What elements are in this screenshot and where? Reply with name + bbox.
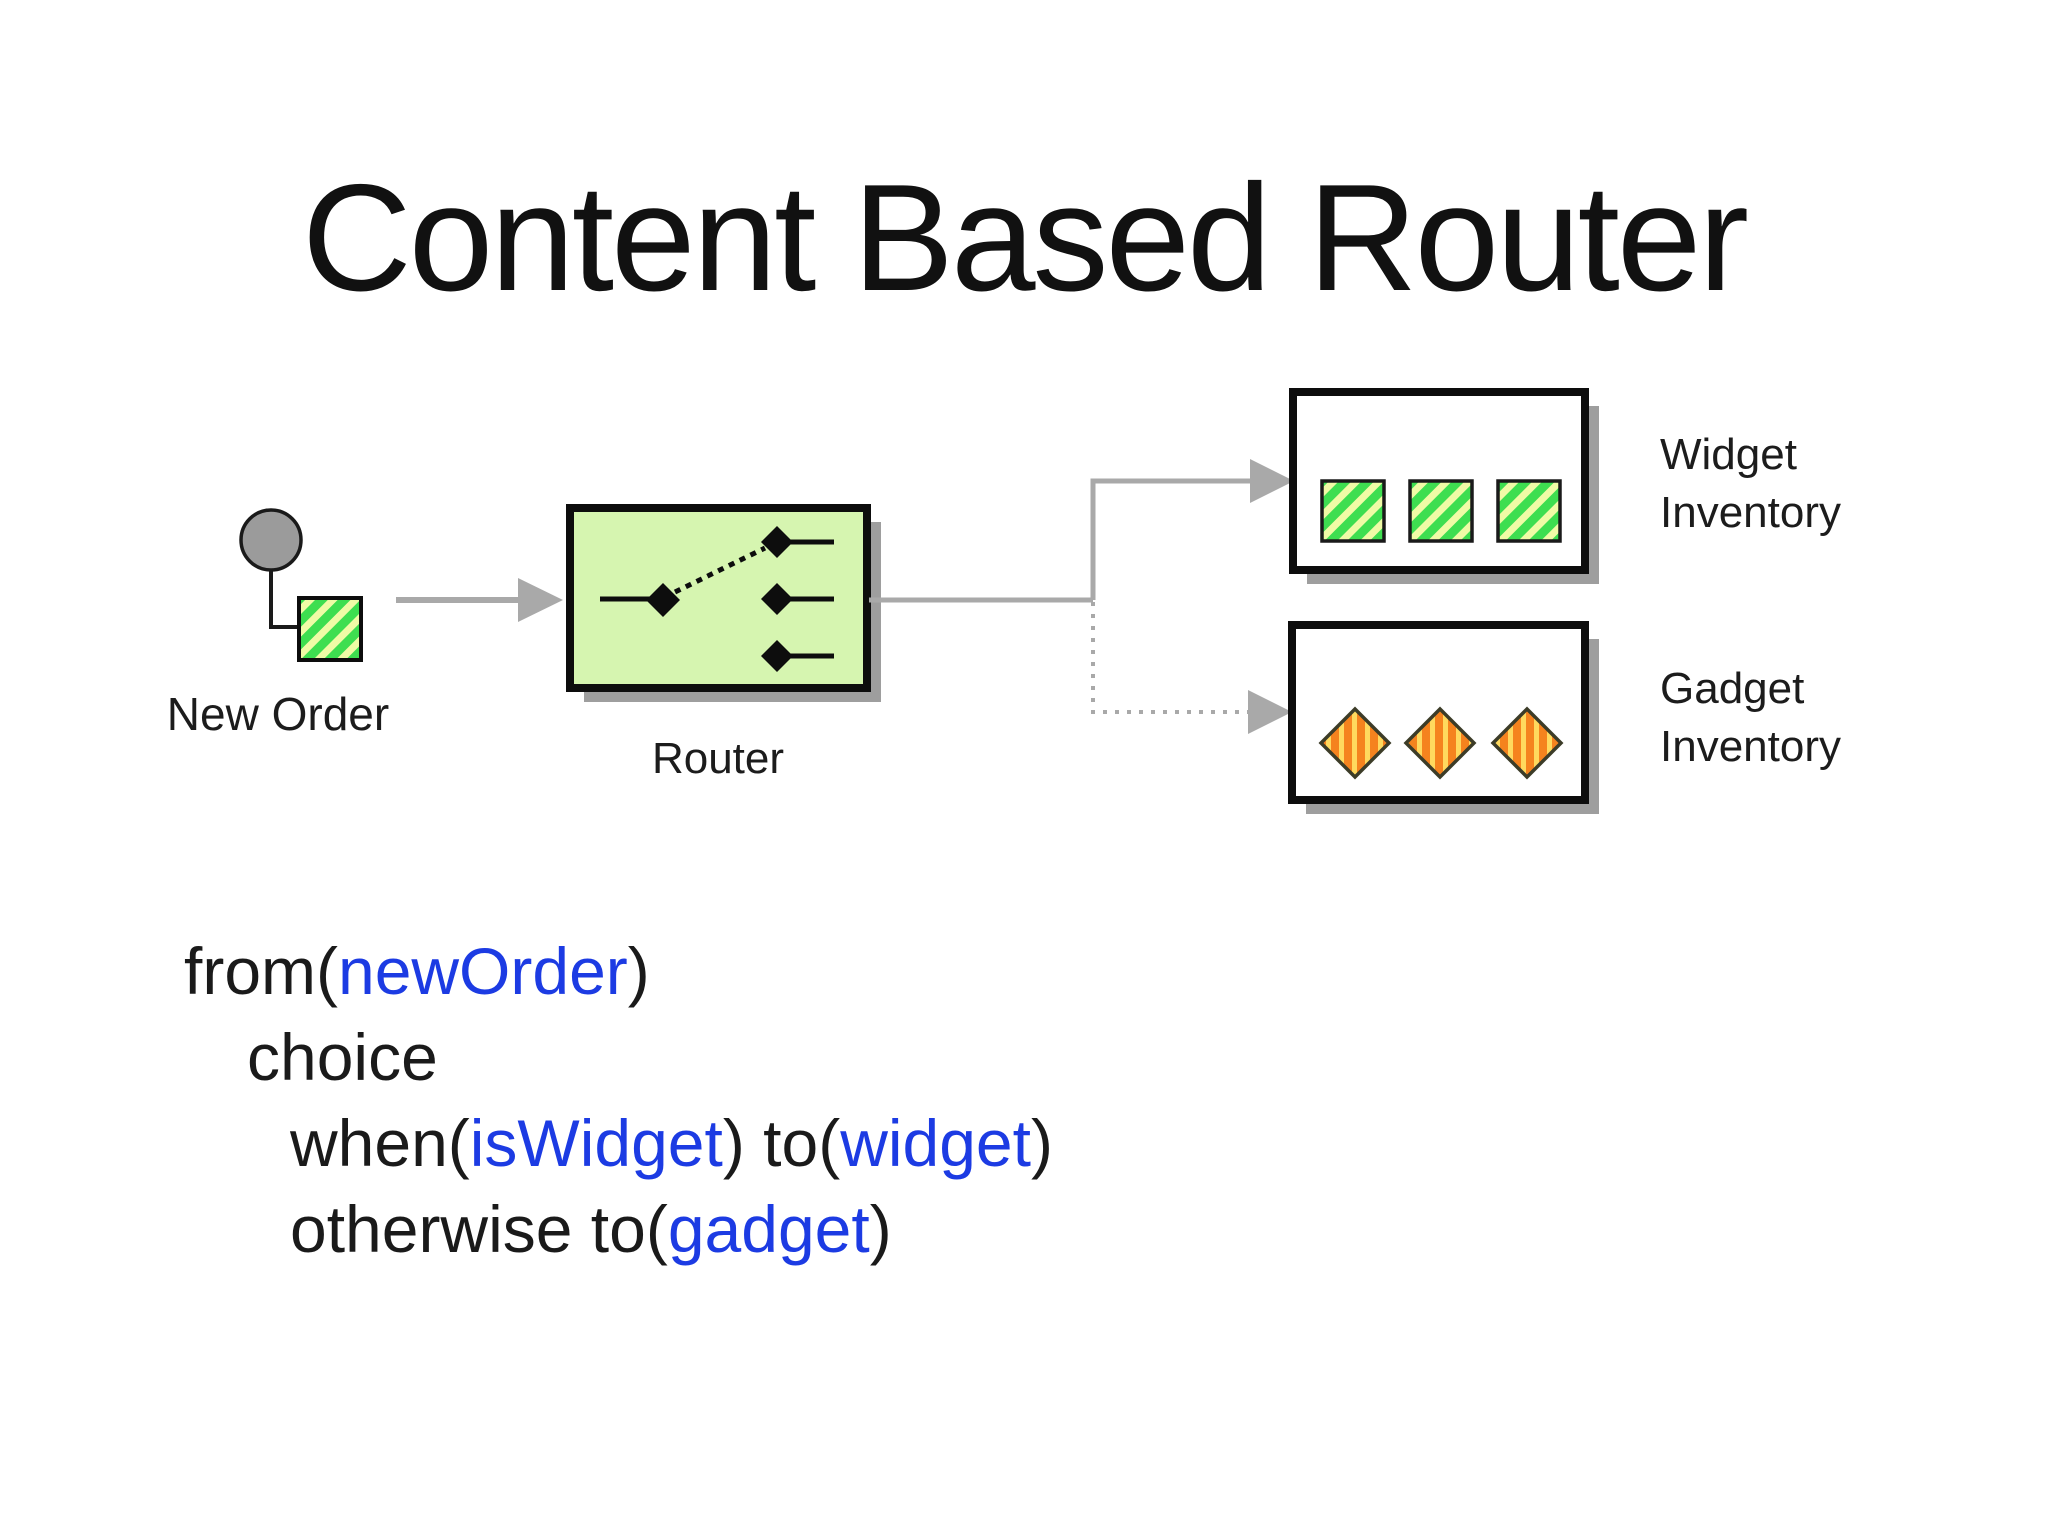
arrow-neworder-to-router (396, 578, 563, 622)
code-seg: choice (247, 1020, 438, 1094)
router-label: Router (651, 734, 785, 783)
message-circle (239, 508, 303, 572)
code-seg: when( (290, 1106, 470, 1180)
code-seg: from( (184, 934, 338, 1008)
code-seg: isWidget (469, 1106, 723, 1180)
gadget-message-diamonds (1318, 706, 1564, 780)
code-line-otherwise: otherwise to(gadget) (0, 1186, 2048, 1272)
code-seg: otherwise to( (290, 1192, 668, 1266)
gadget-inventory-label-line2: Inventory (1660, 722, 1841, 771)
code-seg: widget (840, 1106, 1031, 1180)
code-seg: gadget (667, 1192, 870, 1266)
gadget-inventory-label-line1: Gadget (1660, 664, 1805, 713)
code-snippet: from(newOrder) choice when(isWidget) to(… (0, 928, 2048, 1272)
new-order-message-icon (239, 508, 363, 662)
arrow-router-to-gadget-dotted (1091, 602, 1292, 734)
new-order-label: New Order (166, 688, 390, 740)
arrow-router-to-widget (869, 459, 1294, 603)
widget-inventory-label-line1: Widget (1660, 430, 1797, 479)
widget-message-squares (1320, 479, 1562, 543)
gadget-inventory-box (1288, 621, 1599, 814)
router-switch-icon (600, 526, 834, 672)
message-square-green (297, 596, 363, 662)
widget-inventory-label: Widget Inventory (1660, 426, 1841, 542)
code-line-when: when(isWidget) to(widget) (0, 1100, 2048, 1186)
code-line-from: from(newOrder) (0, 928, 2048, 1014)
message-connector (269, 570, 298, 629)
code-seg: ) (1030, 1106, 1053, 1180)
code-seg: ) (627, 934, 650, 1008)
widget-inventory-label-line2: Inventory (1660, 488, 1841, 537)
page-title: Content Based Router (301, 153, 1749, 323)
code-seg: ) (869, 1192, 892, 1266)
gadget-inventory-label: Gadget Inventory (1660, 660, 1841, 776)
widget-inventory-box (1289, 388, 1599, 584)
router-box (566, 504, 881, 702)
code-line-choice: choice (0, 1014, 2048, 1100)
code-seg: newOrder (337, 934, 628, 1008)
code-seg: ) to( (722, 1106, 841, 1180)
